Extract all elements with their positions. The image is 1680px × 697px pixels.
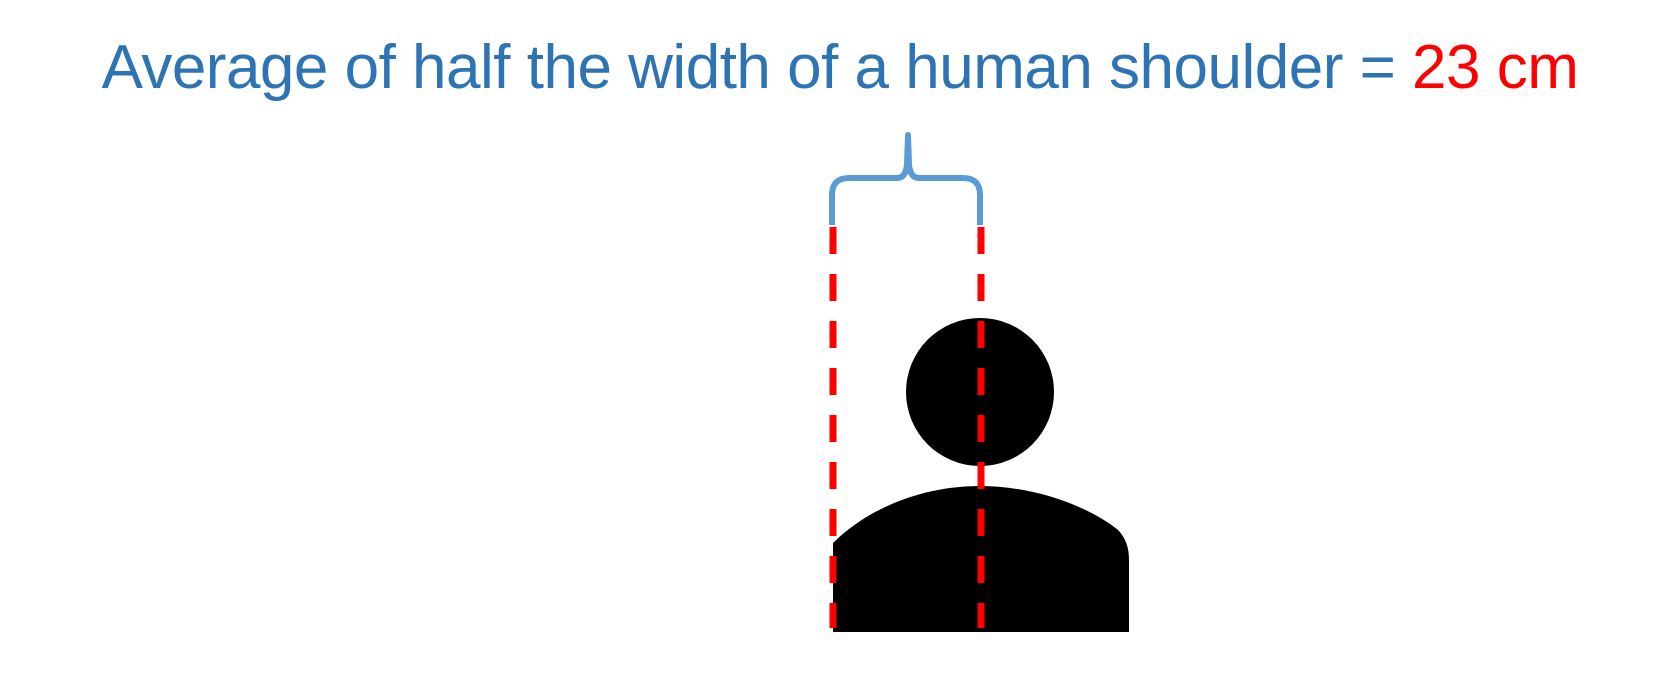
title-value: 23 cm <box>1412 33 1579 102</box>
title-label: Average of half the width of a human sho… <box>101 33 1413 102</box>
title: Average of half the width of a human sho… <box>0 28 1680 108</box>
curly-brace-icon <box>829 132 983 225</box>
